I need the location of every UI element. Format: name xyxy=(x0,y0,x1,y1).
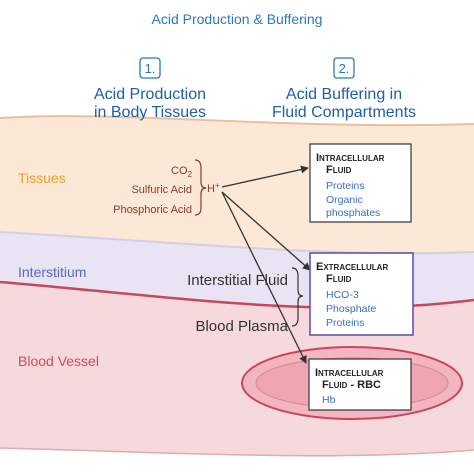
extracellular-title-line-1: Extracellular xyxy=(316,261,388,273)
acid-brace xyxy=(194,159,207,216)
acid-co2-subscript: 2 xyxy=(188,170,193,179)
hplus-ion: H+ xyxy=(207,181,220,195)
acid-sulfuric: Sulfuric Acid xyxy=(131,184,192,196)
interstitium-top-edge xyxy=(0,231,474,255)
extracellular-item-3: Proteins xyxy=(326,317,365,329)
step-1-line-2: in Body Tissues xyxy=(94,104,206,121)
hplus-superscript: + xyxy=(215,181,220,190)
region-label-blood-vessel: Blood Vessel xyxy=(18,353,99,369)
acid-co2: CO2 xyxy=(171,165,193,179)
intracellular-item-3: phosphates xyxy=(326,207,380,219)
blood-plasma-label: Blood Plasma xyxy=(195,318,288,335)
step-1-line-1: Acid Production xyxy=(94,86,206,103)
step-2-number: 2. xyxy=(339,61,350,76)
extracellular-title-line-2: Fluid xyxy=(326,273,352,285)
intracellular-title-line-1: Intracellular xyxy=(316,152,385,164)
region-label-interstitium: Interstitium xyxy=(18,264,86,280)
intracellular-item-1: Proteins xyxy=(326,180,365,192)
fluid-brace xyxy=(291,267,304,327)
rbc-title-line-1: Intracellular xyxy=(315,367,384,379)
acid-phosphoric: Phosphoric Acid xyxy=(113,204,192,216)
rbc-item-1: Hb xyxy=(322,394,336,406)
rbc-title-line-2: Fluid - RBC xyxy=(322,379,381,391)
intracellular-box xyxy=(309,143,412,223)
step-2-line-1: Acid Buffering in xyxy=(286,86,402,103)
arrow-to-intracellular xyxy=(221,165,309,188)
step-1-number: 1. xyxy=(145,61,156,76)
arrow-to-extracellular xyxy=(221,191,311,271)
hplus-main: H xyxy=(207,183,215,195)
intracellular-title-line-2: Fluid xyxy=(326,164,352,176)
step-2-number-box xyxy=(333,57,355,79)
blood-vessel-bottom-edge xyxy=(0,447,474,457)
region-label-tissues: Tissues xyxy=(18,170,66,186)
rbc-box xyxy=(308,358,412,411)
intracellular-item-2: Organic xyxy=(326,194,363,206)
acid-co2-main: CO xyxy=(171,165,188,177)
tissue-band-top-edge xyxy=(0,115,474,127)
interstitial-fluid-label: Interstitial Fluid xyxy=(187,272,288,289)
step-2-line-2: Fluid Compartments xyxy=(272,104,416,121)
diagram-title: Acid Production & Buffering xyxy=(152,11,323,27)
step-1-number-box xyxy=(139,57,161,79)
extracellular-item-1: HCO-3 xyxy=(326,289,359,301)
arrow-to-rbc xyxy=(221,191,307,364)
extracellular-item-2: Phosphate xyxy=(326,303,376,315)
extracellular-box xyxy=(309,252,414,336)
